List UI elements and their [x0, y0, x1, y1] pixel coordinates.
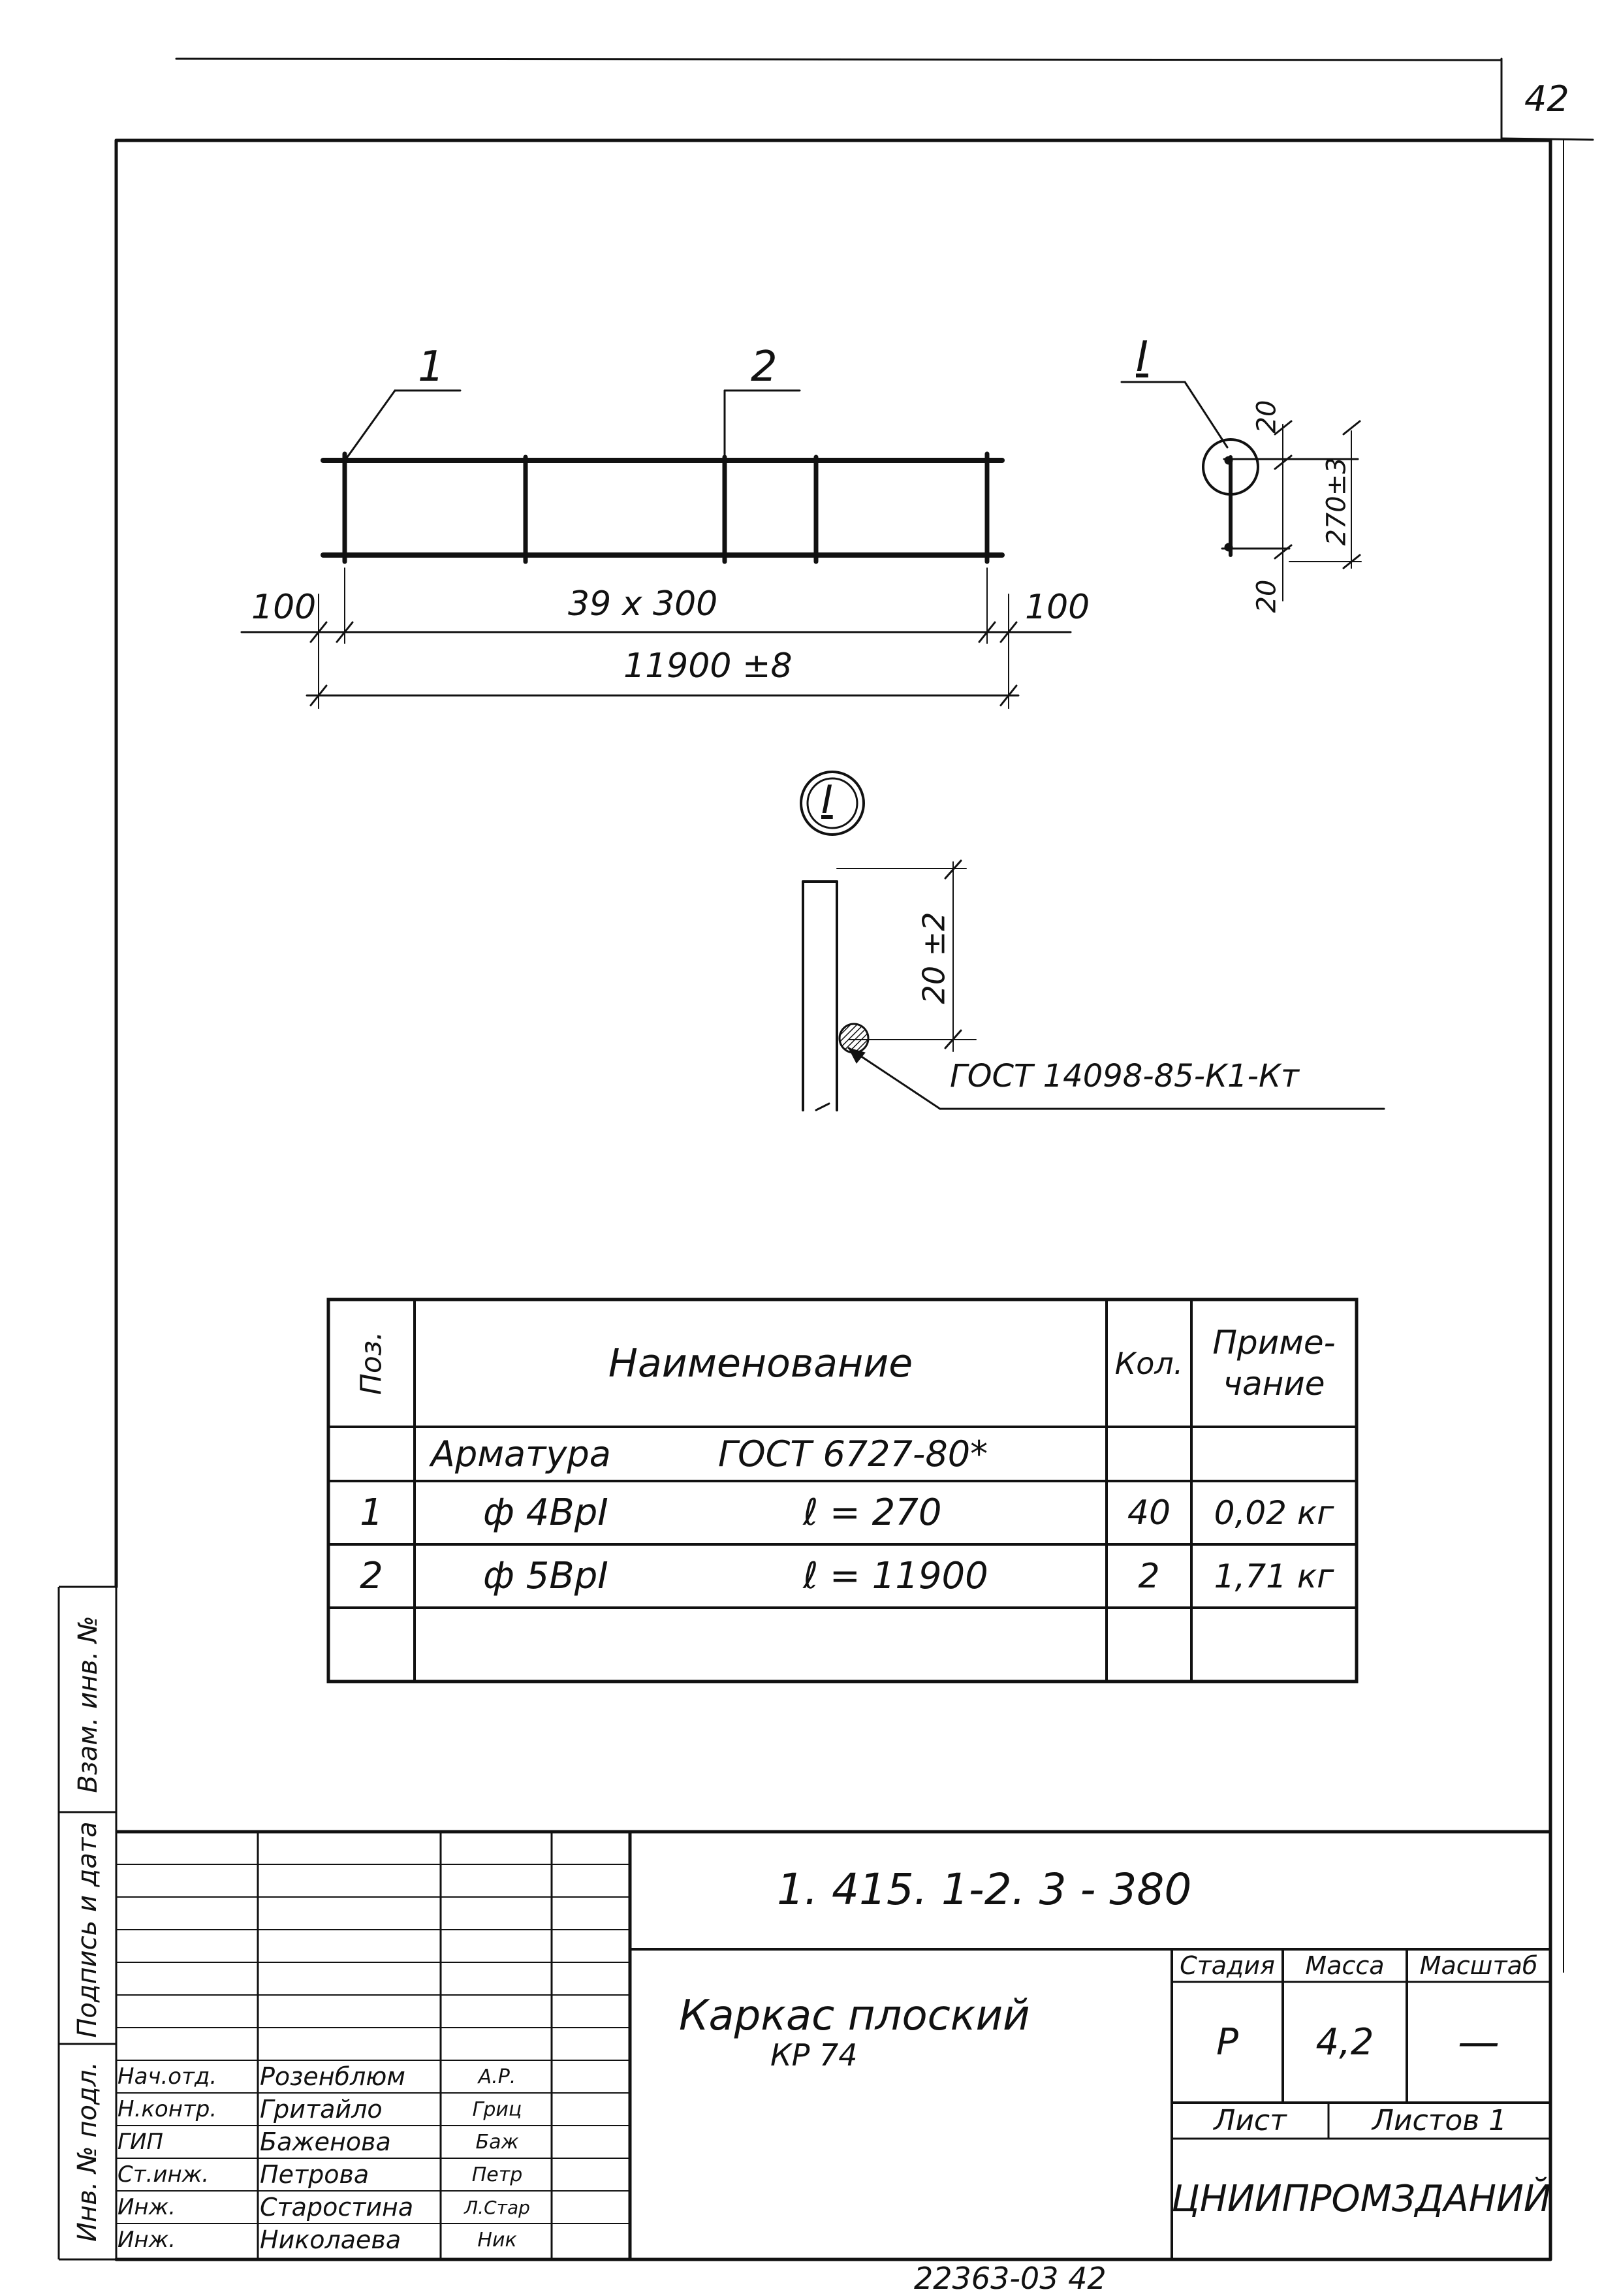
stage-label: Стадия	[1180, 1951, 1275, 1980]
stamp-signature-date: Подпись и дата	[72, 1821, 102, 2038]
detail-label: I	[821, 777, 833, 823]
section-dim-top: 20	[1251, 400, 1282, 434]
sheets-label: Листов 1	[1372, 2104, 1507, 2137]
sign-mark-2: Гриц	[472, 2097, 522, 2121]
organization: ЦНИИПРОМЗДАНИЙ	[1171, 2178, 1551, 2220]
leader-label-2: 2	[751, 343, 778, 391]
section-label: I	[1136, 333, 1148, 381]
sign-role-4: Ст.инж.	[118, 2161, 210, 2188]
spec-row-1-pos: 1	[360, 1491, 383, 1534]
sheet-label: Лист	[1214, 2104, 1287, 2137]
document-code: 1. 415. 1-2. 3 - 380	[777, 1864, 1192, 1915]
mass-value: 4,2	[1315, 2021, 1374, 2064]
spec-row-2-qty: 2	[1138, 1556, 1160, 1596]
sign-name-4: Петрова	[260, 2160, 369, 2189]
sign-name-2: Гритайло	[260, 2095, 383, 2124]
sign-name-1: Розенблюм	[260, 2062, 405, 2091]
footer-number: 22363-03 42	[914, 2261, 1107, 2296]
title-line-2: КР 74	[770, 2037, 858, 2073]
section-dim-height: 270±3	[1321, 457, 1352, 546]
sign-role-1: Нач.отд.	[118, 2064, 217, 2090]
spec-row-2-pos: 2	[360, 1555, 383, 1597]
sign-role-6: Инж.	[118, 2227, 176, 2253]
scale-value: —	[1458, 2018, 1500, 2067]
dim-spacing: 39 x 300	[568, 584, 718, 624]
spec-header-name: Наименование	[608, 1340, 913, 1386]
sign-mark-5: Л.Стар	[464, 2196, 530, 2218]
spec-header-note: Приме- чание	[1212, 1324, 1336, 1403]
sign-mark-3: Баж	[475, 2130, 519, 2154]
detail-dim: 20 ±2	[916, 912, 952, 1004]
mass-label: Масса	[1305, 1951, 1385, 1980]
dim-right-end: 100	[1025, 588, 1090, 627]
sign-mark-4: Петр	[471, 2163, 523, 2186]
sign-name-6: Николаева	[260, 2225, 401, 2254]
spec-row-2-name: ф 5ВрI	[483, 1555, 608, 1597]
spec-row-2-note: 1,71 кг	[1214, 1557, 1334, 1595]
section-dim-bottom: 20	[1251, 579, 1282, 613]
spec-row-1-qty: 40	[1127, 1493, 1171, 1533]
spec-group-name: Арматура	[431, 1433, 611, 1475]
spec-header-qty: Кол.	[1114, 1345, 1184, 1381]
sign-role-2: Н.контр.	[118, 2096, 217, 2122]
spec-row-1-length: ℓ = 270	[803, 1491, 942, 1534]
dim-left-end: 100	[251, 588, 317, 627]
sign-name-5: Старостина	[260, 2193, 414, 2222]
sign-mark-1: А.Р.	[478, 2065, 516, 2088]
dim-total: 11900 ±8	[623, 646, 793, 686]
sign-role-5: Инж.	[118, 2194, 176, 2220]
spec-row-1-name: ф 4ВрI	[483, 1491, 608, 1534]
scale-label: Масштаб	[1419, 1951, 1538, 1980]
leader-label-1: 1	[418, 343, 445, 391]
spec-group-standard: ГОСТ 6727-80*	[718, 1433, 988, 1475]
spec-row-1-note: 0,02 кг	[1214, 1493, 1334, 1532]
sign-name-3: Баженова	[260, 2128, 391, 2156]
stage-value: Р	[1216, 2021, 1238, 2064]
stamp-replaces-inv: Взам. инв. №	[73, 1616, 103, 1793]
spec-row-2-length: ℓ = 11900	[803, 1555, 988, 1597]
sheet-number: 42	[1524, 78, 1569, 120]
sign-role-3: ГИП	[118, 2129, 163, 2155]
title-line-1: Каркас плоский	[679, 1992, 1030, 2040]
weld-standard: ГОСТ 14098-85-К1-Кт	[950, 1058, 1300, 1094]
sign-mark-6: Ник	[477, 2228, 517, 2252]
stamp-inv-original: Инв. № подл.	[72, 2062, 102, 2242]
